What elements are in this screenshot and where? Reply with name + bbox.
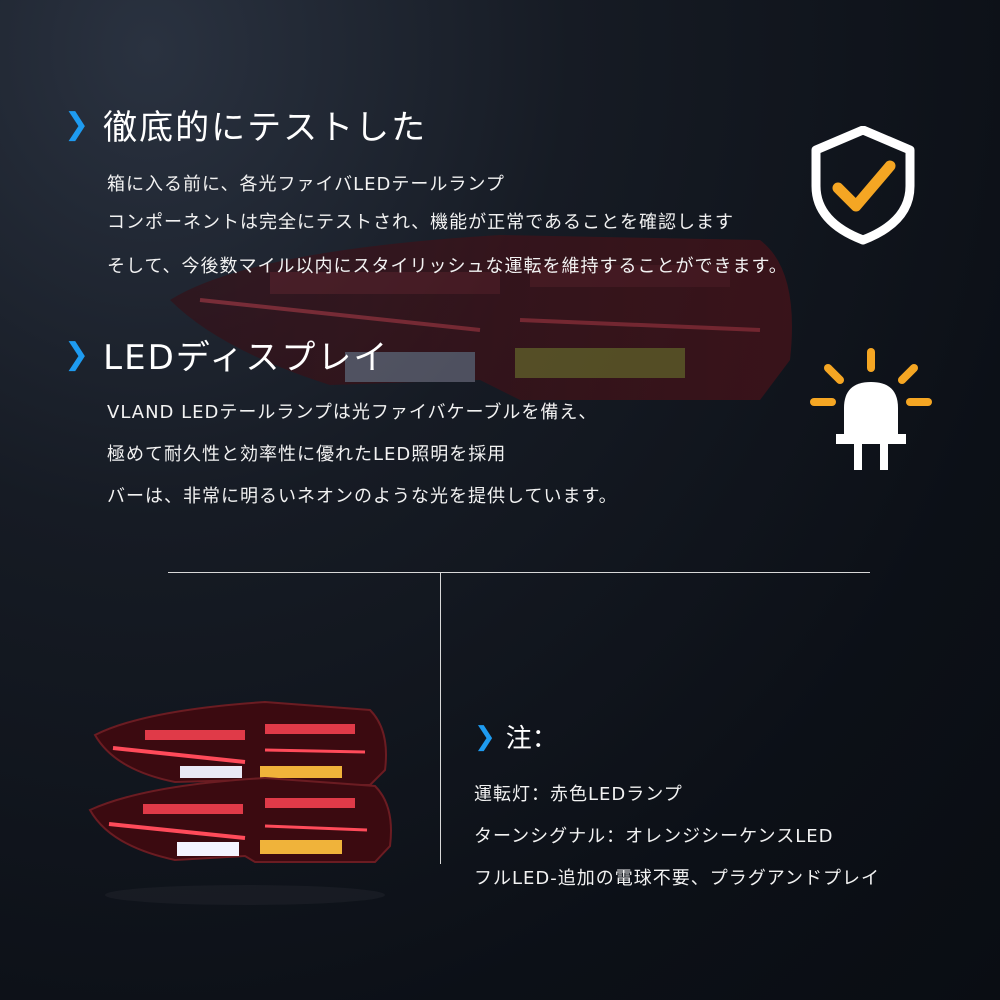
chevron-right-icon: ❯ xyxy=(64,107,90,142)
section-led-header: ❯ LEDディスプレイ xyxy=(64,330,389,379)
note-line: フルLED-追加の電球不要、プラグアンドプレイ xyxy=(474,868,881,889)
section-led-line: バーは、非常に明るいネオンのような光を提供しています。 xyxy=(107,486,618,507)
chevron-right-icon: ❯ xyxy=(474,721,496,752)
section-tested-line: コンポーネントは完全にテストされ、機能が正常であることを確認します xyxy=(107,212,734,233)
section-led-line: VLAND LEDテールランプは光ファイバケーブルを備え、 xyxy=(107,402,598,423)
product-taillight-image xyxy=(88,700,392,905)
background-taillight-image xyxy=(170,235,792,400)
led-bulb-icon xyxy=(810,348,932,470)
horizontal-divider xyxy=(168,572,870,573)
vertical-divider xyxy=(440,572,441,864)
section-tested-header: ❯ 徹底的にテストした xyxy=(64,100,427,149)
section-tested-line: そして、今後数マイル以内にスタイリッシュな運転を維持することができます。 xyxy=(107,256,788,277)
section-led-title: LEDディスプレイ xyxy=(103,338,390,378)
section-led-line: 極めて耐久性と効率性に優れたLED照明を採用 xyxy=(107,444,507,465)
note-line: ターンシグナル：オレンジシーケンスLED xyxy=(474,826,834,847)
shield-check-icon xyxy=(811,126,915,245)
note-title: 注： xyxy=(505,724,558,754)
note-header: ❯ 注： xyxy=(474,718,558,755)
section-tested-line: 箱に入る前に、各光ファイバLEDテールランプ xyxy=(107,174,505,195)
chevron-right-icon: ❯ xyxy=(64,337,90,372)
section-tested-title: 徹底的にテストした xyxy=(103,108,428,148)
note-line: 運転灯：赤色LEDランプ xyxy=(474,784,683,805)
